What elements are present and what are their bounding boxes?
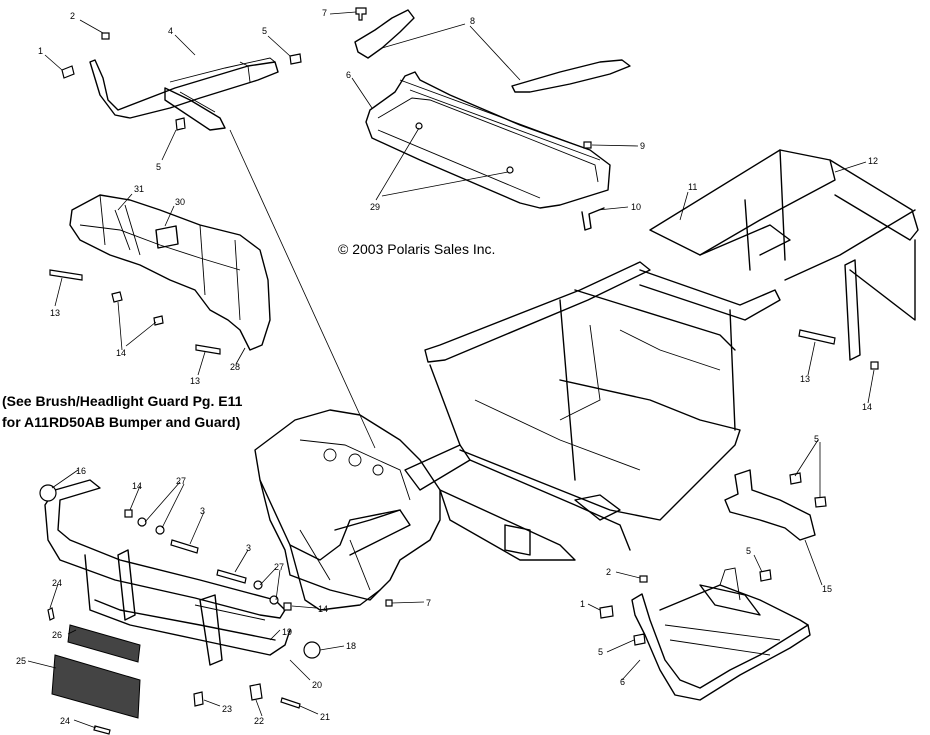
- callout-25: 25: [16, 656, 26, 666]
- bolt-24b: [93, 725, 111, 735]
- callout-1: 1: [580, 599, 585, 609]
- callout-14: 14: [116, 348, 126, 358]
- washer-27b: [253, 580, 292, 611]
- footrest-bracket-left: [89, 57, 279, 131]
- callout-6: 6: [346, 70, 351, 80]
- washer-14: [124, 509, 133, 518]
- bolt-5e: [759, 569, 772, 582]
- nut-14c: [870, 361, 879, 370]
- bolt-3b: [216, 569, 247, 584]
- callout-5: 5: [746, 546, 751, 556]
- callout-2: 2: [606, 567, 611, 577]
- pin-10: [581, 207, 605, 231]
- callout-16: 16: [76, 466, 86, 476]
- callout-28: 28: [230, 362, 240, 372]
- front-bumper: [44, 479, 291, 666]
- bolt-24a: [47, 607, 55, 621]
- callout-5: 5: [598, 647, 603, 657]
- bolt-23: [193, 691, 204, 707]
- callout-15: 15: [822, 584, 832, 594]
- callout-24: 24: [52, 578, 62, 588]
- grille-26: [67, 624, 141, 663]
- callout-6: 6: [620, 677, 625, 687]
- bolt-5f: [633, 633, 646, 646]
- callout-5: 5: [156, 162, 161, 172]
- bolt-7b: [385, 599, 393, 607]
- callout-27: 27: [176, 476, 186, 486]
- bolt-13b: [195, 344, 221, 355]
- bracket-15: [724, 469, 816, 541]
- callout-4: 4: [168, 26, 173, 36]
- bolt-13a: [49, 269, 83, 281]
- bolt-5b: [175, 117, 186, 131]
- cap-16: [39, 484, 57, 502]
- callout-7: 7: [426, 598, 431, 608]
- nut-2b: [639, 575, 648, 583]
- grille-25: [51, 654, 141, 719]
- callout-labels: 2 1 4 5 5 7 8 6 9 29 10 11 12 31 30 13 1…: [16, 8, 878, 726]
- bolt-1b: [599, 605, 614, 619]
- callout-29: 29: [370, 202, 380, 212]
- callout-5: 5: [262, 26, 267, 36]
- note-line-1: (See Brush/Headlight Guard Pg. E11: [2, 393, 243, 409]
- callout-18: 18: [346, 641, 356, 651]
- nut-14b: [153, 315, 164, 326]
- callout-12: 12: [868, 156, 878, 166]
- callout-2: 2: [70, 11, 75, 21]
- callout-14: 14: [318, 604, 328, 614]
- leader-long: [229, 129, 376, 449]
- callout-24: 24: [60, 716, 70, 726]
- callout-19: 19: [282, 627, 292, 637]
- cap-18: [303, 641, 321, 659]
- callout-9: 9: [640, 141, 645, 151]
- callout-8: 8: [470, 16, 475, 26]
- callout-10: 10: [631, 202, 641, 212]
- callout-7: 7: [322, 8, 327, 18]
- bolt-13c: [798, 329, 836, 345]
- callout-23: 23: [222, 704, 232, 714]
- nut-14a: [111, 291, 123, 303]
- washer-27a: [137, 517, 165, 535]
- callout-5: 5: [814, 434, 819, 444]
- callout-20: 20: [312, 680, 322, 690]
- bolt-5a: [289, 53, 302, 65]
- callout-21: 21: [320, 712, 330, 722]
- callout-31: 31: [134, 184, 144, 194]
- note-line-2: for A11RD50AB Bumper and Guard): [2, 414, 240, 430]
- callout-30: 30: [175, 197, 185, 207]
- callout-13: 13: [50, 308, 60, 318]
- leader-lines: [27, 11, 875, 729]
- callout-22: 22: [254, 716, 264, 726]
- copyright-text: © 2003 Polaris Sales Inc.: [338, 241, 495, 257]
- callout-11: 11: [688, 182, 697, 192]
- callout-13: 13: [800, 374, 810, 384]
- clip-22: [249, 683, 263, 701]
- front-bracket-assembly: [69, 194, 271, 351]
- bolt-9: [583, 141, 592, 149]
- callout-26: 26: [52, 630, 62, 640]
- callout-14: 14: [862, 402, 872, 412]
- screw-21: [280, 697, 301, 709]
- callout-14: 14: [132, 481, 142, 491]
- callout-27: 27: [274, 562, 284, 572]
- callout-1: 1: [38, 46, 43, 56]
- bolt-7a: [355, 7, 367, 21]
- bolt-2a: [101, 32, 110, 40]
- main-frame: [254, 149, 919, 611]
- callout-3: 3: [200, 506, 205, 516]
- bolt-5d: [814, 496, 827, 508]
- callout-13: 13: [190, 376, 200, 386]
- callout-3: 3: [246, 543, 251, 553]
- footrest-bracket-right: [631, 567, 811, 701]
- bolt-1a: [61, 65, 75, 79]
- footrest-frame-6: [365, 71, 611, 209]
- skid-plate-8: [354, 9, 631, 93]
- bolt-3a: [170, 539, 199, 554]
